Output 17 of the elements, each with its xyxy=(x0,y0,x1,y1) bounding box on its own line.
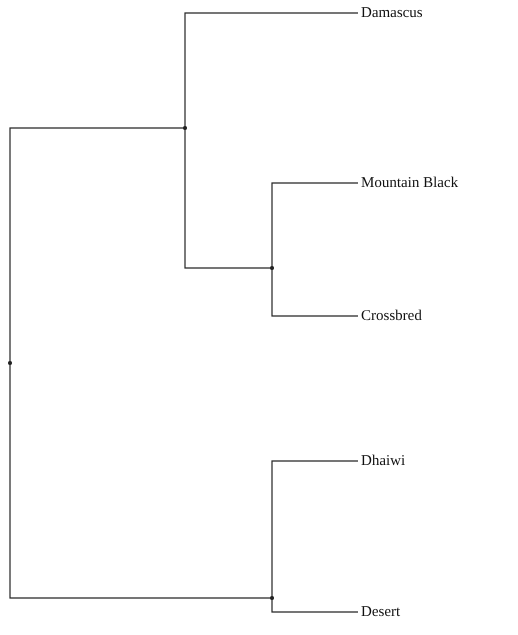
junction-dot xyxy=(8,361,12,365)
junction-dot xyxy=(270,266,274,270)
tree-branch xyxy=(271,460,358,598)
tree-branch xyxy=(184,128,272,269)
leaf-label: Crossbred xyxy=(361,307,422,325)
junction-dot xyxy=(270,596,274,600)
junction-dot xyxy=(183,126,187,130)
tree-branch xyxy=(271,268,358,317)
leaf-label: Damascus xyxy=(361,4,423,22)
leaf-label: Dhaiwi xyxy=(361,452,406,470)
leaf-label: Desert xyxy=(361,603,400,621)
tree-branch xyxy=(184,12,358,128)
tree-branch xyxy=(9,363,272,599)
tree-branch xyxy=(9,127,185,363)
leaf-label: Mountain Black xyxy=(361,174,458,192)
tree-branch xyxy=(271,598,358,613)
tree-branch xyxy=(271,182,358,268)
